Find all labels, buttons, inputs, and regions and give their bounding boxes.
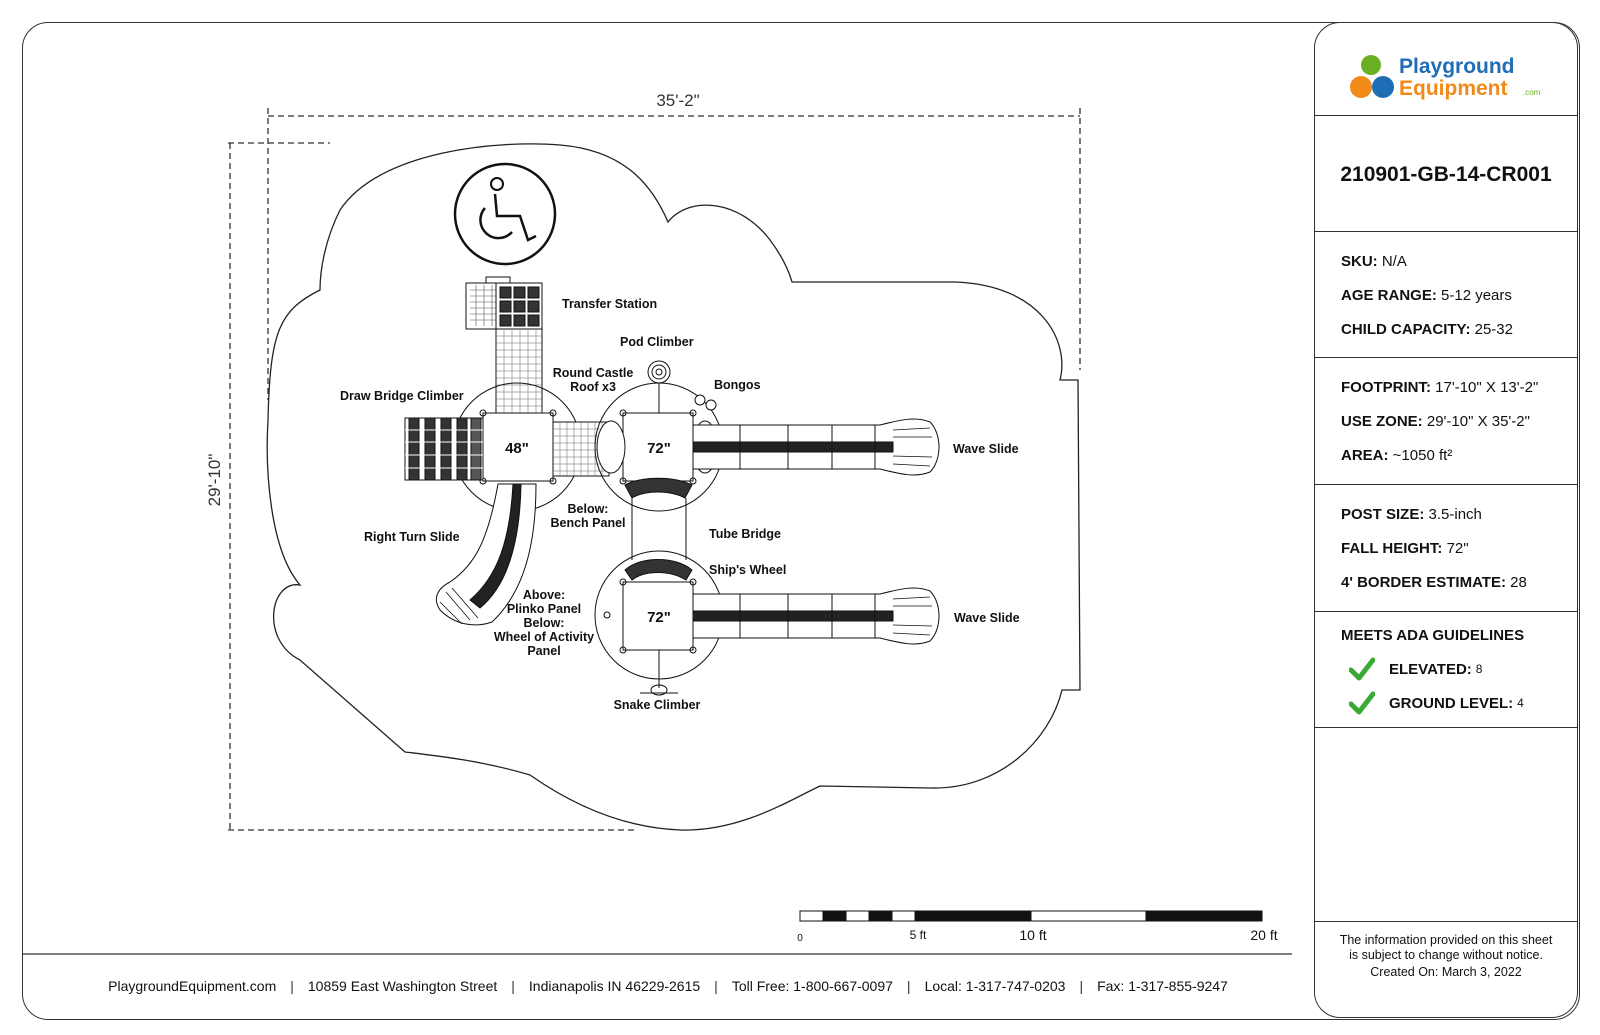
label-right-turn-slide: Right Turn Slide: [364, 530, 460, 544]
panel-divider: [1315, 611, 1577, 612]
use-zone-value: 29'-10" X 35'-2": [1426, 413, 1530, 430]
footer-separator: |: [714, 978, 718, 994]
label-bongos: Bongos: [714, 378, 761, 392]
disclaimer: The information provided on this sheet i…: [1339, 933, 1553, 962]
width-dimension: 35'-2": [656, 91, 699, 110]
panel-divider: [1315, 727, 1577, 728]
area-value: ~1050 ft²: [1392, 447, 1453, 464]
panel-divider: [1315, 921, 1577, 922]
label-ships-wheel: Ship's Wheel: [709, 563, 786, 577]
created-date: Created On: March 3, 2022: [1370, 965, 1522, 979]
scale-label-20: 20 ft: [1250, 927, 1277, 943]
label-pod-climber: Pod Climber: [620, 335, 694, 349]
bench-panel: [624, 477, 693, 499]
border-estimate-value: 28: [1510, 574, 1527, 591]
scale-label-5: 5 ft: [910, 928, 927, 942]
label-above-1: Above:: [523, 588, 565, 602]
panel-divider: [1315, 357, 1577, 358]
pod-climber: [647, 360, 671, 413]
footer-city: Indianapolis IN 46229-2615: [528, 978, 701, 994]
draw-bridge-climber: [404, 417, 484, 481]
panel-divider: [1315, 115, 1577, 116]
deck-72-bottom-height: 72": [647, 609, 671, 626]
ada-elevated-row: ELEVATED:8: [1349, 657, 1482, 681]
label-round-castle-roof-2: Roof x3: [570, 380, 616, 394]
snake-climber: [640, 684, 678, 696]
scale-bar: [799, 910, 1263, 922]
footer-separator: |: [511, 978, 515, 994]
deck-72-top-height: 72": [647, 440, 671, 457]
bongos: [694, 394, 717, 411]
sku-row: SKU: N/A: [1341, 253, 1407, 270]
post-size-value: 3.5-inch: [1428, 506, 1482, 523]
label-wave-slide-bottom: Wave Slide: [954, 611, 1020, 625]
footer-separator: |: [290, 978, 294, 994]
panel-divider: [1315, 484, 1577, 485]
label-tube-bridge: Tube Bridge: [709, 527, 781, 541]
contact-footer: PlaygroundEquipment.com | 10859 East Was…: [22, 974, 1314, 998]
height-dimension: 29'-10": [205, 454, 224, 507]
child-capacity-row: CHILD CAPACITY: 25-32: [1341, 321, 1513, 338]
footer-separator: |: [906, 978, 911, 994]
footprint-value: 17'-10" X 13'-2": [1435, 379, 1539, 396]
svg-text:Equipment: Equipment: [1399, 77, 1508, 100]
transfer-station: [465, 276, 543, 414]
fall-height-row: FALL HEIGHT: 72": [1341, 540, 1469, 557]
elevated-value: 8: [1475, 662, 1483, 676]
svg-text:.com: .com: [1523, 88, 1541, 97]
area-row: AREA: ~1050 ft²: [1341, 447, 1453, 464]
scale-label-10: 10 ft: [1019, 927, 1046, 943]
use-zone-row: USE ZONE: 29'-10" X 35'-2": [1341, 413, 1530, 430]
checkmark-icon: [1349, 657, 1375, 681]
footprint-row: FOOTPRINT: 17'-10" X 13'-2": [1341, 379, 1539, 396]
right-turn-slide: [435, 483, 537, 626]
wave-slide-bottom: [692, 587, 940, 645]
ada-ground-level-row: GROUND LEVEL:4: [1349, 691, 1524, 715]
label-below-bench-2: Bench Panel: [550, 516, 625, 530]
age-range-value: 5-12 years: [1441, 287, 1512, 304]
label-above-5: Panel: [527, 644, 560, 658]
svg-text:Playground: Playground: [1399, 55, 1515, 78]
label-draw-bridge-climber: Draw Bridge Climber: [340, 389, 464, 403]
product-code: 210901-GB-14-CR001: [1340, 163, 1552, 186]
deck-48-height: 48": [505, 440, 529, 457]
footer-separator: |: [1079, 978, 1084, 994]
label-snake-climber: Snake Climber: [614, 698, 701, 712]
fall-height-value: 72": [1446, 540, 1469, 557]
border-estimate-row: 4' BORDER ESTIMATE: 28: [1341, 574, 1527, 591]
wave-slide-top: [692, 418, 940, 476]
wheelchair-icon: [453, 162, 557, 266]
site-plan-drawing: 35'-2" 29'-10" 48": [22, 91, 1292, 955]
ships-wheel-panel: [624, 559, 693, 581]
child-capacity-value: 25-32: [1474, 321, 1513, 338]
label-above-4: Wheel of Activity: [494, 630, 594, 644]
footer-fax: Fax: 1-317-855-9247: [1097, 978, 1228, 994]
label-above-2: Plinko Panel: [507, 602, 581, 616]
sku-value: N/A: [1381, 253, 1407, 270]
use-zone-outline: [266, 143, 1081, 831]
scale-label-0: 0: [797, 933, 803, 944]
footer-address: 10859 East Washington Street: [307, 978, 498, 994]
panel-divider: [1315, 231, 1577, 232]
label-wave-slide-top: Wave Slide: [953, 442, 1019, 456]
footer-website[interactable]: PlaygroundEquipment.com: [108, 978, 277, 994]
use-zone-dimension-box: [228, 108, 1081, 831]
post-size-row: POST SIZE: 3.5-inch: [1341, 506, 1482, 523]
label-transfer-station: Transfer Station: [562, 297, 657, 311]
ground-level-value: 4: [1517, 696, 1524, 710]
footer-tollfree: Toll Free: 1-800-667-0097: [731, 978, 893, 994]
age-range-row: AGE RANGE: 5-12 years: [1341, 287, 1512, 304]
tube-bridge: [631, 498, 687, 560]
label-round-castle-roof-1: Round Castle: [553, 366, 634, 380]
info-panel: Playground Equipment .com 210901-GB-14-C…: [1314, 22, 1578, 1018]
label-below-bench-1: Below:: [568, 502, 609, 516]
label-above-3: Below:: [524, 616, 565, 630]
footer-local: Local: 1-317-747-0203: [924, 978, 1066, 994]
playground-equipment-logo: Playground Equipment .com: [1350, 55, 1541, 100]
ada-heading: MEETS ADA GUIDELINES: [1341, 627, 1525, 644]
checkmark-icon: [1349, 691, 1375, 715]
